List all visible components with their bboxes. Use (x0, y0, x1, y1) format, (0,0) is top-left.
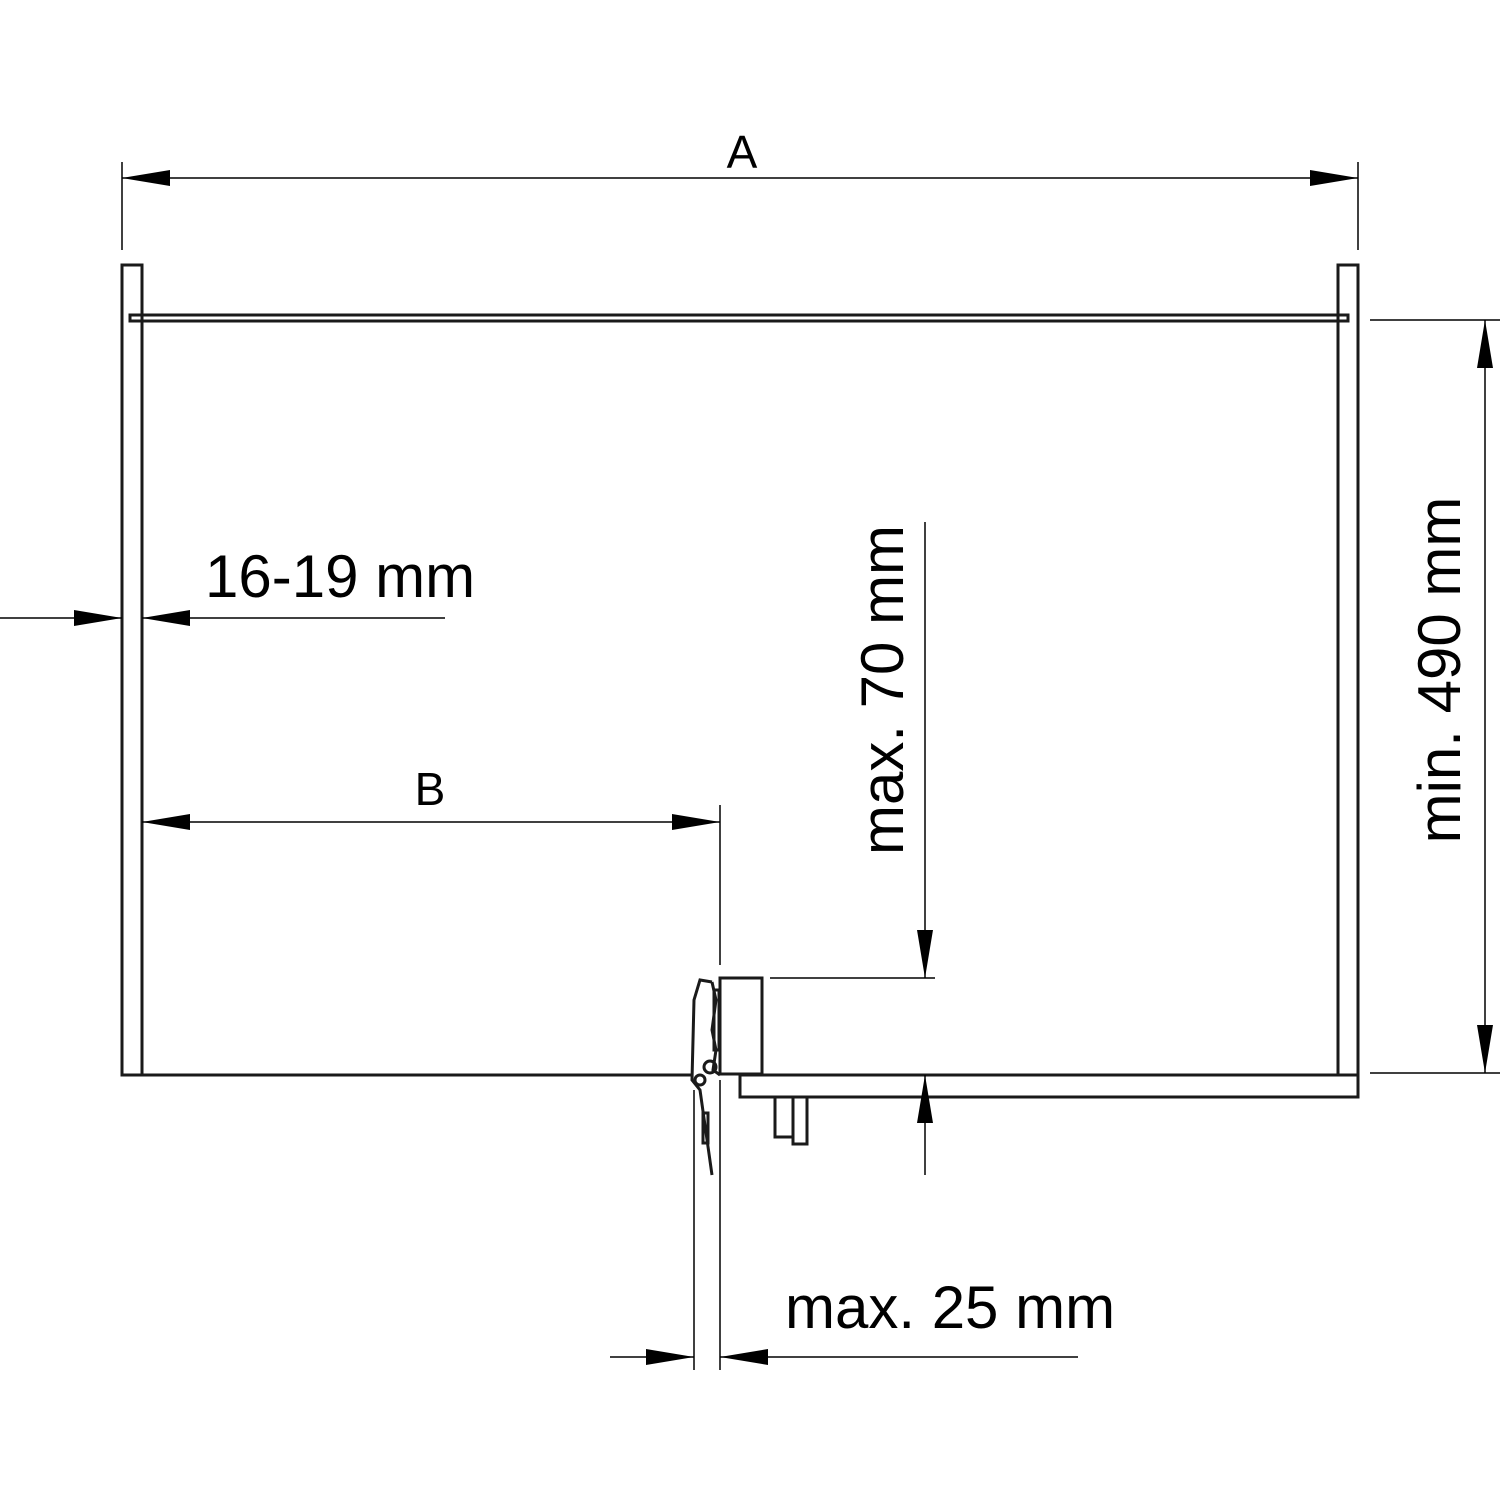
dimension-max-overlay: max. 25 mm (610, 1080, 1115, 1370)
label-b: B (415, 763, 446, 815)
dimension-min-depth: min. 490 mm (1370, 319, 1500, 1074)
dimension-b: B (142, 763, 721, 965)
label-max-overlay: max. 25 mm (785, 1274, 1115, 1341)
label-min-depth: min. 490 mm (1406, 497, 1473, 844)
dimension-max-height: max. 70 mm (770, 522, 935, 1175)
bottom-panel (738, 1073, 1360, 1099)
dimension-panel-thickness: 16-19 mm (0, 543, 475, 626)
dimension-a: A (121, 126, 1359, 250)
pin (791, 1095, 809, 1146)
label-a: A (727, 126, 758, 178)
mounting-block (718, 976, 764, 1076)
top-rail (128, 313, 1350, 323)
hinge (690, 978, 721, 1176)
cabinet (120, 263, 1360, 1176)
right-side-panel (1336, 263, 1360, 1077)
pin (773, 1095, 795, 1139)
left-side-panel (120, 263, 144, 1077)
label-max-height: max. 70 mm (849, 525, 916, 855)
label-panel-thickness: 16-19 mm (205, 543, 475, 610)
